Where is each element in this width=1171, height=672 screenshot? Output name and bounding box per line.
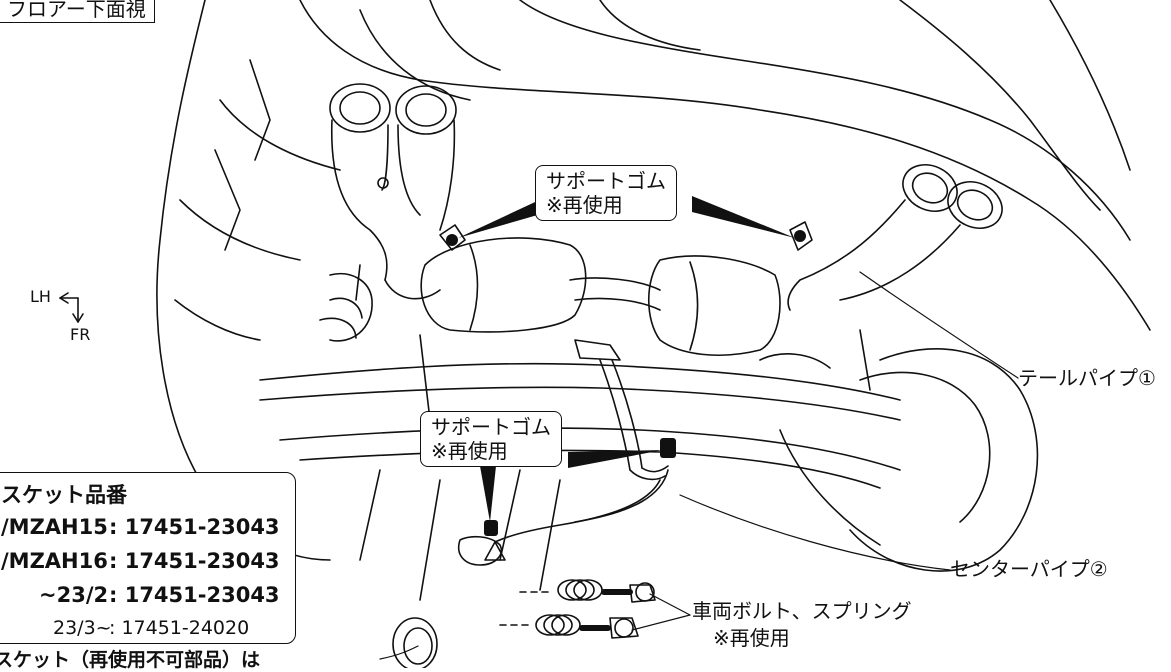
- gasket-part-1: : 17451-23043: [109, 515, 280, 539]
- gasket-model-4: 23/3~: [53, 617, 112, 639]
- bolts-springs: [499, 579, 656, 639]
- left-tail-tips: [329, 83, 457, 300]
- gasket-bottom-note: スケット（再使用不可部品）は: [0, 649, 261, 671]
- left-muffler: [420, 224, 587, 333]
- gasket-ring: [392, 617, 438, 668]
- reuse-note: ※再使用: [431, 439, 508, 463]
- gasket-part-4: : 17451-24020: [109, 617, 250, 639]
- bolt-spring-reuse-note: ※再使用: [713, 626, 790, 650]
- leader-lines: [379, 271, 1019, 660]
- right-muffler: [647, 221, 813, 356]
- support-rubber-label: サポートゴム: [546, 169, 666, 193]
- support-rubber-callout-mid: サポートゴム ※再使用: [420, 411, 562, 467]
- gasket-model-1: /MZAH15: [1, 515, 108, 539]
- gasket-part-2: : 17451-23043: [109, 549, 280, 573]
- gasket-heading: スケット品番: [1, 483, 127, 507]
- direction-arrows: [59, 292, 84, 323]
- right-tail-tips: [787, 164, 1003, 311]
- center-pipe: [458, 277, 676, 566]
- gasket-part-number-box: スケット品番 /MZAH15 : 17451-23043 /MZAH16 : 1…: [0, 472, 296, 644]
- direction-fr-label: FR: [70, 325, 91, 344]
- vehicle-body-outline: [156, 0, 1151, 572]
- leader-wedges: [458, 196, 795, 522]
- support-rubber-callout-top: サポートゴム ※再使用: [535, 165, 677, 221]
- gasket-model-2: /MZAH16: [1, 549, 108, 573]
- gasket-part-3: : 17451-23043: [109, 583, 280, 607]
- view-title: フロアー下面視: [0, 0, 155, 23]
- tail-pipe-label: テールパイプ①: [1018, 366, 1156, 390]
- center-pipe-label: センターパイプ②: [950, 557, 1108, 581]
- gasket-model-3: ~23/2: [39, 583, 109, 607]
- direction-lh-label: LH: [30, 287, 51, 306]
- reuse-note: ※再使用: [546, 193, 623, 217]
- bolt-spring-label: 車両ボルト、スプリング: [692, 599, 912, 623]
- suspension-members: [259, 264, 901, 601]
- support-rubber-label: サポートゴム: [431, 415, 551, 439]
